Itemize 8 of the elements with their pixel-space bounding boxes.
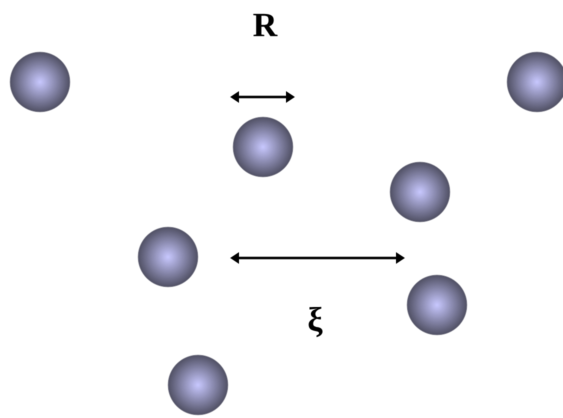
sphere bbox=[406, 274, 468, 336]
dimension-label: R bbox=[253, 14, 278, 36]
sphere bbox=[10, 52, 70, 112]
sphere bbox=[168, 354, 228, 416]
sphere bbox=[232, 116, 294, 178]
sphere bbox=[138, 226, 198, 288]
dimension-label: ξ bbox=[308, 306, 323, 338]
sphere bbox=[390, 162, 450, 222]
